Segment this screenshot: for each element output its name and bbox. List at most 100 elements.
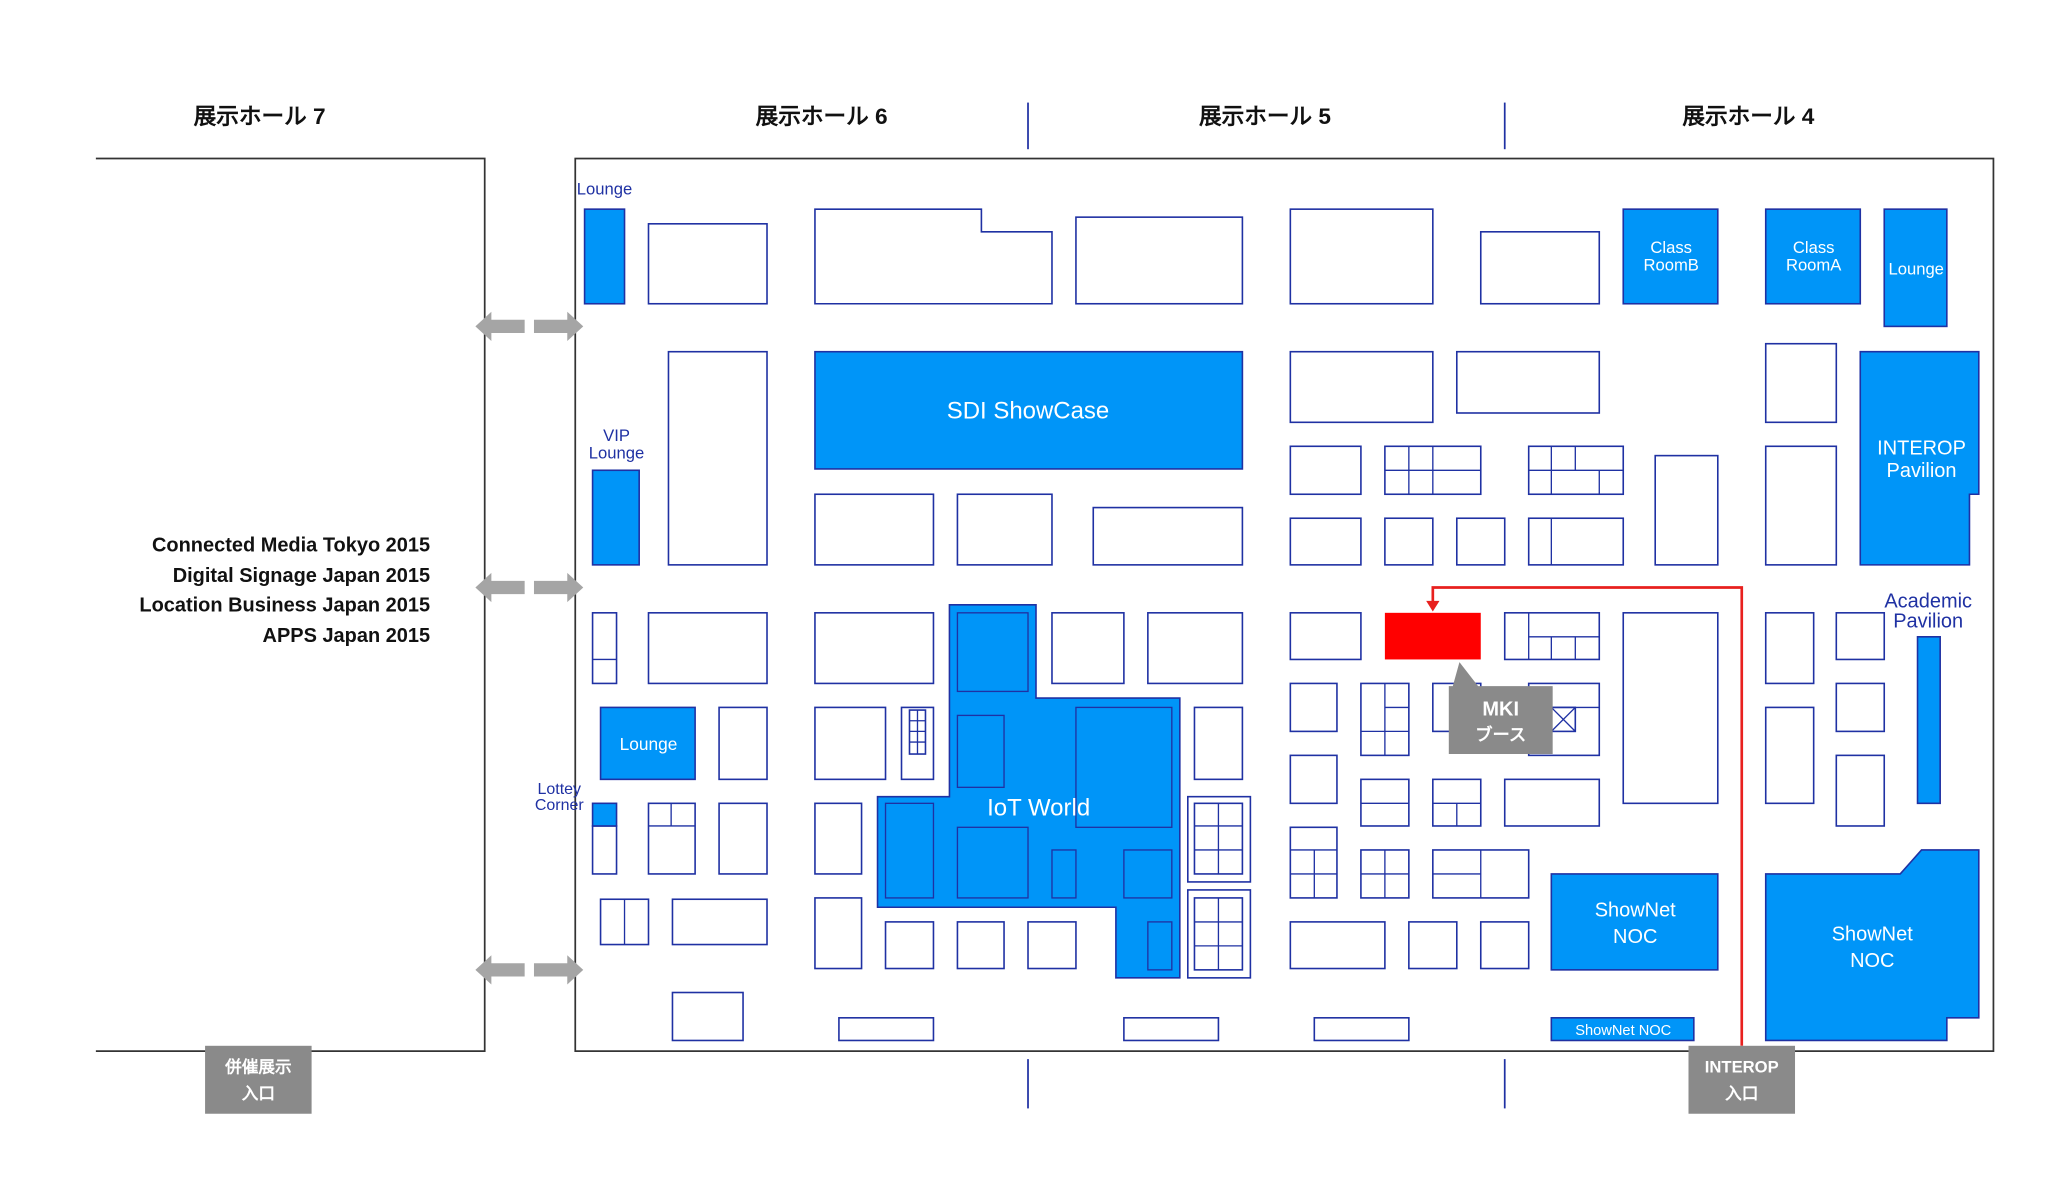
lounge-hall6-mid: [599, 706, 696, 781]
booth: [718, 802, 768, 875]
booth: [1835, 754, 1886, 827]
booth: [814, 706, 887, 781]
route-line: [1431, 586, 1744, 1046]
booth: [1027, 921, 1077, 970]
shownet-noc-hall4: [1764, 849, 1980, 1042]
entrance-label: 入口: [242, 1084, 275, 1103]
arrow-right-icon: [533, 311, 584, 342]
lottery-corner-label: Corner: [535, 797, 584, 814]
lounge-label: Lounge: [1888, 259, 1943, 278]
iot-world-label: IoT World: [987, 794, 1090, 821]
booth: [1408, 921, 1458, 970]
iot-booth: [956, 714, 1005, 789]
booth: [814, 612, 935, 685]
iot-booth: [1123, 849, 1173, 899]
booth: [1622, 612, 1719, 805]
booth: [647, 612, 768, 685]
booth: [647, 223, 768, 305]
class-room-b-label: Class: [1650, 238, 1692, 257]
booth: [1051, 612, 1125, 685]
booth: [1289, 350, 1434, 424]
mki-callout: MKI ブース: [1448, 662, 1553, 755]
entrance-label: 併催展示: [224, 1056, 291, 1076]
booth: [1503, 778, 1601, 827]
booth-divider: [1550, 706, 1576, 732]
iot-booth: [956, 826, 1029, 899]
booth: [1654, 454, 1719, 566]
booth: [591, 825, 618, 875]
academic-pavilion-label: Pavilion: [1893, 610, 1963, 632]
callout-title: MKI: [1482, 698, 1519, 720]
lottery-corner: [591, 802, 618, 827]
booth: [671, 991, 744, 1042]
booth: [1075, 216, 1244, 305]
class-room-b-label: RoomB: [1643, 255, 1698, 274]
callout-bubble: [1448, 662, 1553, 755]
show-name: Connected Media Tokyo 2015: [152, 535, 430, 557]
booth: [814, 208, 1053, 305]
booth: [1147, 612, 1244, 685]
vip-lounge-label: Lounge: [589, 443, 644, 462]
booth: [1313, 1017, 1410, 1042]
booth: [1835, 682, 1886, 733]
booth: [838, 1017, 935, 1042]
lounge-label: Lounge: [577, 180, 632, 199]
callout-subtitle: ブース: [1475, 725, 1526, 745]
booth: [1289, 754, 1338, 805]
booth: [1289, 612, 1362, 661]
shownet-noc-label: ShowNet: [1832, 924, 1913, 946]
booth: [591, 612, 618, 685]
passage-arrows-middle: [475, 572, 584, 603]
iot-booth: [956, 612, 1029, 693]
arrow-right-icon: [533, 572, 584, 603]
hall-6-title: 展示ホール 6: [756, 104, 888, 129]
entrance-label: 入口: [1725, 1084, 1758, 1103]
booth: [1764, 706, 1815, 805]
booth: [1455, 350, 1601, 414]
booth: [1289, 445, 1362, 496]
vip-lounge-label: VIP: [603, 426, 630, 445]
entrance-box: [205, 1045, 312, 1114]
booth: [1289, 682, 1338, 733]
show-name: APPS Japan 2015: [263, 625, 431, 647]
show-name: Location Business Japan 2015: [139, 594, 430, 616]
hall-4-title: 展示ホール 4: [1682, 104, 1814, 129]
iot-booth: [884, 802, 935, 899]
shownet-noc-hall5: [1550, 873, 1719, 971]
entrance-label: INTEROP: [1705, 1057, 1779, 1076]
booth: [1289, 921, 1386, 970]
booth: [956, 493, 1053, 566]
booth: [1289, 517, 1362, 566]
show-name: Digital Signage Japan 2015: [173, 565, 430, 587]
iot-booth: [1075, 706, 1173, 828]
interop-pavilion-label: Pavilion: [1887, 460, 1957, 482]
booth: [1764, 342, 1838, 424]
iot-booth: [1051, 849, 1077, 899]
shownet-noc-label: NOC: [1850, 950, 1894, 972]
route-arrowhead-icon: [1426, 600, 1440, 612]
class-room-a-label: Class: [1793, 238, 1835, 257]
co-located-shows: Connected Media Tokyo 2015 Digital Signa…: [139, 535, 430, 648]
class-room-b: [1622, 208, 1719, 305]
class-room-a: [1764, 208, 1862, 305]
vip-lounge: [591, 469, 640, 566]
hall-5-title: 展示ホール 5: [1199, 104, 1331, 129]
co-located-entrance: 併催展示 入口: [205, 1045, 312, 1114]
booth: [1123, 1017, 1220, 1042]
arrow-left-icon: [475, 955, 525, 985]
booth: [667, 350, 768, 566]
booth: [1479, 921, 1530, 970]
booth: [814, 493, 935, 566]
passage-arrows-bottom: [475, 955, 584, 985]
interop-pavilion-label: INTEROP: [1877, 437, 1966, 459]
arrow-left-icon: [475, 572, 525, 603]
booth: [814, 802, 863, 875]
booth: [1764, 445, 1838, 566]
lounge-label: Lounge: [620, 734, 678, 754]
academic-pavilion: [1916, 636, 1941, 805]
main-hall-outline: [574, 157, 1995, 1052]
booth: [1479, 231, 1601, 305]
hall-7-title: 展示ホール 7: [194, 104, 326, 129]
arrow-right-icon: [533, 955, 584, 985]
booth: [1455, 517, 1506, 566]
